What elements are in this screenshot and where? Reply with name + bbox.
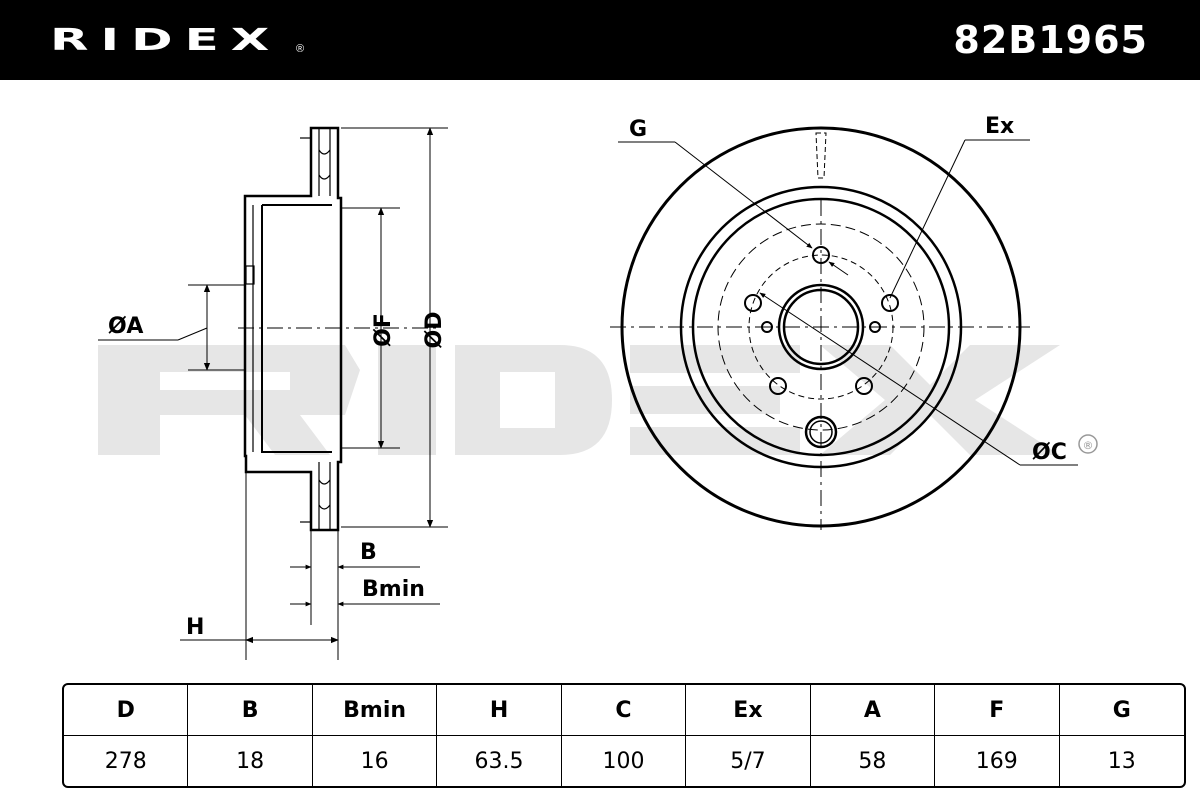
- leader-ex: [889, 139, 1030, 299]
- header-bar: RIDEX ® 82B1965: [0, 0, 1200, 80]
- specs-value-a: 58: [811, 736, 936, 786]
- registered-mark: ®: [1083, 439, 1094, 452]
- label-c: ØC: [1032, 440, 1067, 465]
- specs-value-h: 63.5: [437, 736, 562, 786]
- label-h: H: [186, 615, 204, 640]
- specs-value-f: 169: [935, 736, 1060, 786]
- technical-drawing: ØD ØF ØA B Bmin H: [98, 114, 1098, 660]
- dimension-d: [341, 127, 448, 528]
- dimension-f: [341, 207, 400, 449]
- label-g: G: [629, 117, 647, 142]
- specs-header-bmin: Bmin: [312, 685, 438, 736]
- leader-g: [618, 141, 849, 276]
- specs-table: D B Bmin H C Ex A F G 278 18 16 63.5 100…: [62, 683, 1186, 788]
- specs-header-d: D: [64, 685, 189, 736]
- specs-value-b: 18: [188, 736, 313, 786]
- label-d: ØD: [422, 312, 447, 349]
- specs-header-row: D B Bmin H C Ex A F G: [64, 685, 1184, 736]
- label-b: B: [360, 540, 377, 565]
- part-number: 82B1965: [953, 18, 1148, 62]
- front-center-lines: [610, 200, 1030, 530]
- brand-logo: RIDEX: [50, 22, 282, 58]
- brand-registered-mark: ®: [296, 43, 305, 55]
- watermark-logo: [98, 345, 1060, 455]
- specs-header-b: B: [188, 685, 313, 736]
- watermark-cutout: [160, 372, 290, 390]
- specs-value-c: 100: [562, 736, 687, 786]
- label-a: ØA: [108, 314, 143, 339]
- label-bmin: Bmin: [362, 577, 425, 602]
- registered-mark-circle: [1078, 434, 1098, 454]
- specs-header-g: G: [1059, 685, 1184, 736]
- specs-value-row: 278 18 16 63.5 100 5/7 58 169 13: [64, 736, 1184, 786]
- specs-header-f: F: [935, 685, 1060, 736]
- leader-c: [759, 292, 1078, 466]
- dimension-a: [98, 284, 246, 371]
- specs-value-bmin: 16: [313, 736, 438, 786]
- specs-header-a: A: [810, 685, 936, 736]
- specs-header-h: H: [437, 685, 562, 736]
- specs-value-g: 13: [1107, 748, 1136, 774]
- specs-header-c: C: [561, 685, 687, 736]
- label-f: ØF: [371, 313, 396, 347]
- specs-value-ex: 5/7: [686, 736, 811, 786]
- dimension-h: [180, 472, 339, 660]
- side-view: [243, 126, 343, 532]
- watermark-cutout-d: [500, 372, 555, 428]
- specs-value-d: 278: [64, 736, 189, 786]
- label-ex: Ex: [985, 114, 1014, 139]
- specs-header-ex: Ex: [686, 685, 811, 736]
